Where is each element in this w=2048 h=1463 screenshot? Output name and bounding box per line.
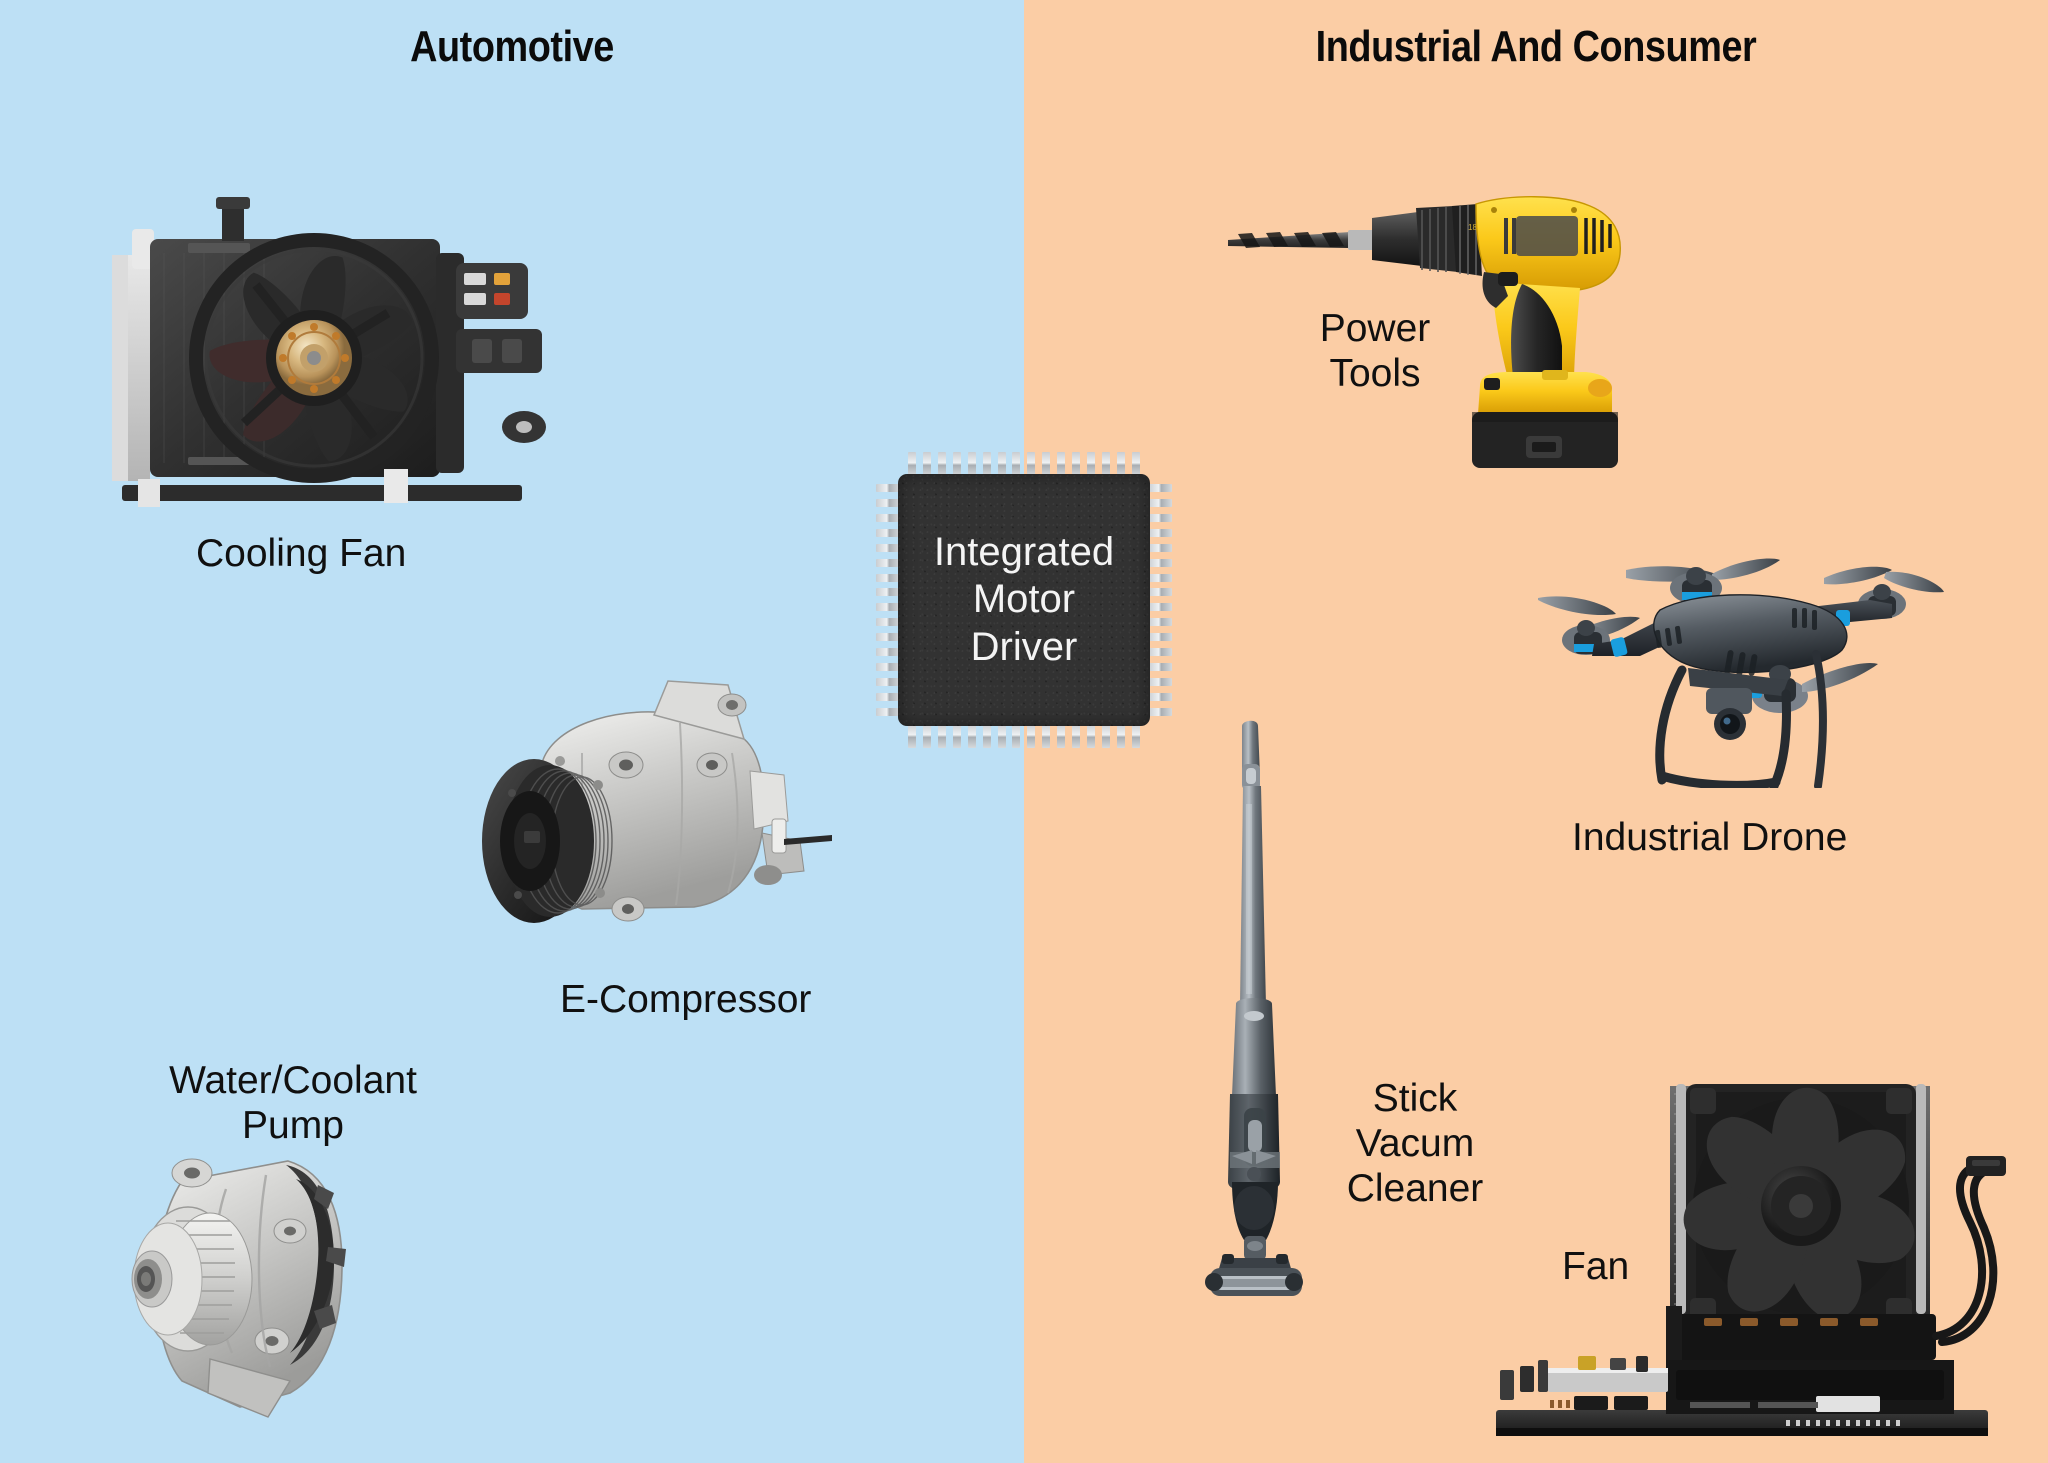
- integrated-motor-driver-chip: Integrated Motor Driver: [876, 452, 1172, 748]
- e-compressor-image: [432, 643, 844, 959]
- industrial-drone-label: Industrial Drone: [1572, 816, 1848, 859]
- power-tools-label: Power Tools: [1319, 307, 1431, 396]
- cpu-cooler-fan-image: [1490, 1070, 2048, 1463]
- cooling-fan-image: [104, 193, 556, 520]
- e-compressor-label: E-Compressor: [560, 978, 812, 1021]
- industrial-consumer-panel-title: Industrial And Consumer: [1315, 22, 1757, 71]
- power-drill-image: 18: [1222, 188, 1642, 478]
- chip-pins-right: [1148, 484, 1172, 716]
- chip-pins-left: [876, 484, 900, 716]
- chip-pins-bottom: [908, 724, 1140, 748]
- chip-body: Integrated Motor Driver: [898, 474, 1150, 726]
- automotive-panel-title: Automotive: [410, 22, 614, 71]
- drone-image: [1530, 548, 1960, 791]
- svg-text:18: 18: [1468, 223, 1477, 232]
- chip-pins-top: [908, 452, 1140, 476]
- water-coolant-pump-label: Water/Coolant Pump: [169, 1059, 417, 1148]
- stick-vacuum-image: [1196, 716, 1336, 1296]
- chip-label-text: Integrated Motor Driver: [933, 530, 1115, 669]
- fan-label: Fan: [1562, 1245, 1630, 1288]
- water-coolant-pump-image: [90, 1145, 420, 1445]
- stick-vacuum-cleaner-label: Stick Vacum Cleaner: [1346, 1077, 1484, 1211]
- cooling-fan-label: Cooling Fan: [196, 532, 407, 575]
